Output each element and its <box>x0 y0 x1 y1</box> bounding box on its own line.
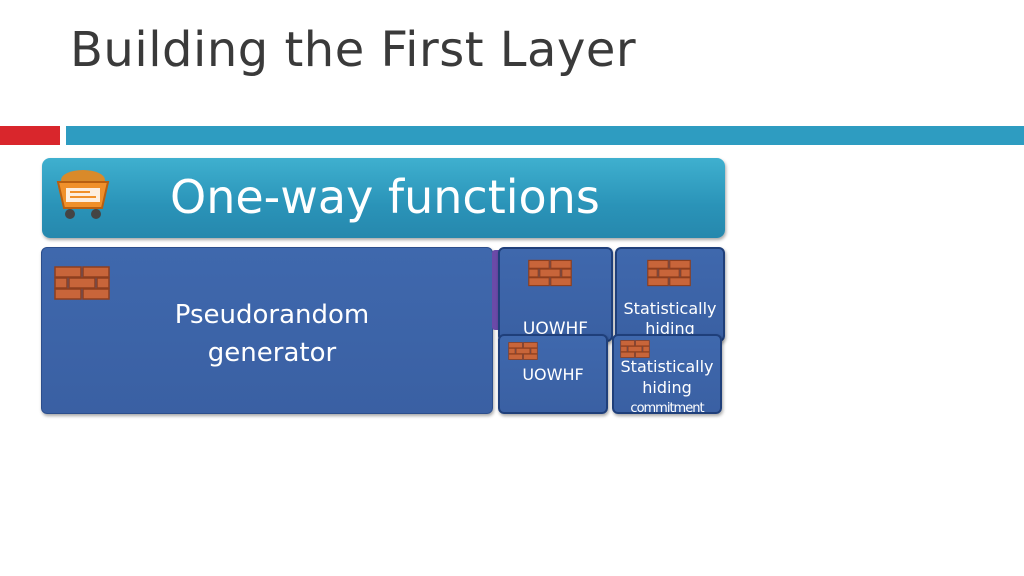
mine-cart-icon <box>56 170 110 219</box>
stat-hiding-back-line1: Statistically <box>623 299 717 318</box>
brick-icon <box>54 266 110 300</box>
accent-bar-red <box>0 126 60 145</box>
slide-title: Building the First Layer <box>70 22 637 78</box>
brick-icon <box>508 342 538 360</box>
stat-hiding-front-line2: hiding <box>642 378 692 397</box>
uowhf-back-block: UOWHF <box>498 247 613 342</box>
brick-icon <box>647 259 691 287</box>
brick-icon <box>528 259 572 287</box>
stat-hiding-front-label: Statistically hiding commitment <box>614 356 720 414</box>
brick-icon <box>620 340 650 358</box>
stat-hiding-front-line1: Statistically <box>620 357 714 376</box>
purple-edge <box>492 250 502 330</box>
uowhf-front-block: UOWHF <box>498 334 608 414</box>
uowhf-front-label: UOWHF <box>522 365 584 384</box>
stat-hiding-back-label: Statistically hiding <box>617 299 723 339</box>
one-way-functions-label: One-way functions <box>170 170 600 224</box>
stat-hiding-back-block: Statistically hiding <box>615 247 725 342</box>
prg-block: Pseudorandom generator <box>41 247 493 414</box>
stat-hiding-front-block: Statistically hiding commitment <box>612 334 722 414</box>
prg-label-line2: generator <box>207 338 337 368</box>
stat-hiding-front-line3: commitment <box>630 401 704 414</box>
stat-hiding-back-line2: hiding <box>645 319 695 338</box>
prg-label-line1: Pseudorandom <box>174 300 370 330</box>
accent-bar-teal <box>66 126 1024 145</box>
one-way-functions-block: One-way functions <box>42 158 725 238</box>
prg-label: Pseudorandom generator <box>122 296 422 372</box>
